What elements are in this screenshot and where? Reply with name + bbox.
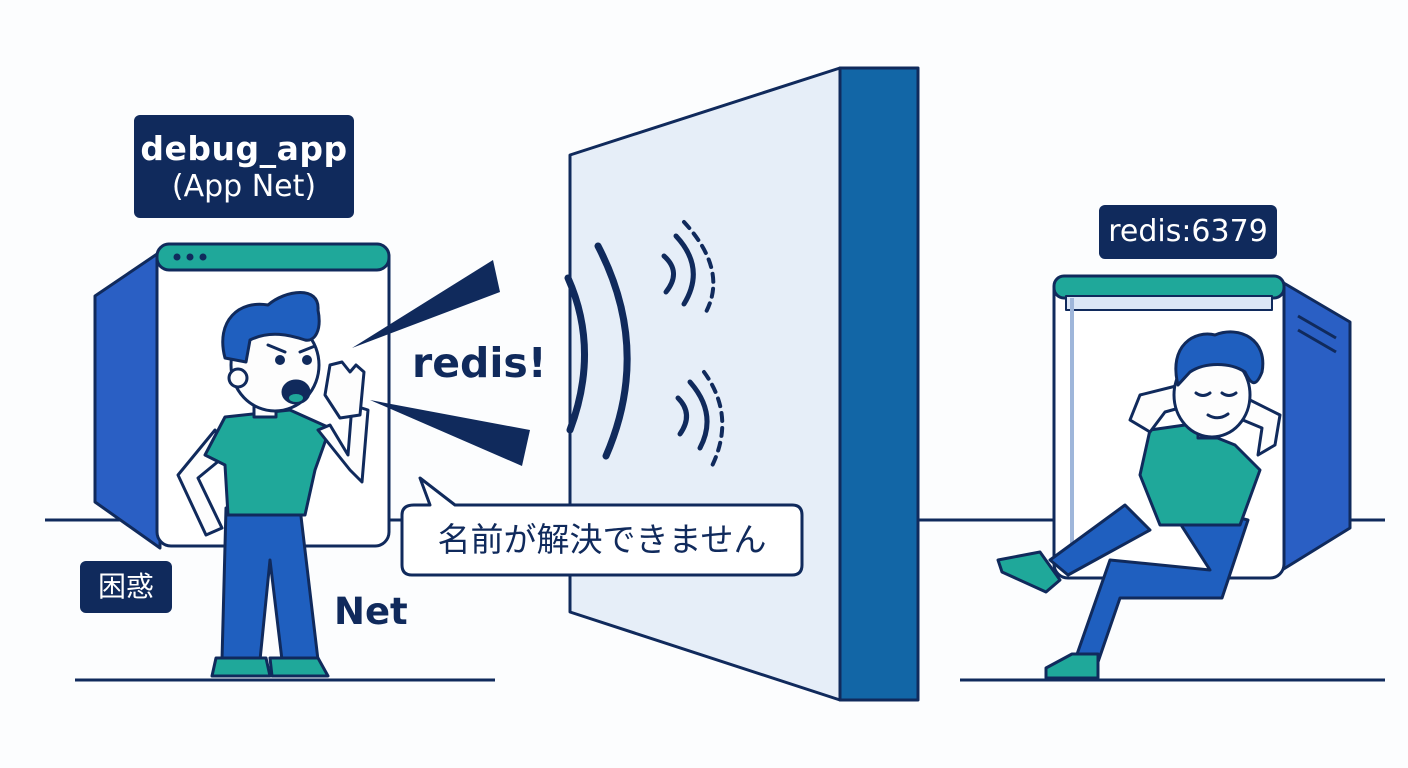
megaphone-rays-icon [352, 260, 530, 466]
sound-wave-icon [564, 220, 725, 468]
emotion-label: 困惑 [80, 561, 172, 613]
error-speech-bubble [400, 476, 804, 577]
shout-text: redis! [412, 339, 547, 387]
error-message: 名前が解決できません [437, 520, 767, 559]
app-name: debug_app [140, 129, 348, 168]
network-label: Net [334, 590, 408, 633]
app-network: (App Net) [171, 169, 317, 204]
redis-target-label: redis:6379 [1099, 205, 1277, 259]
relaxing-person-icon [996, 330, 1282, 680]
shouting-person-icon [176, 291, 370, 678]
debug-app-label: debug_app (App Net) [134, 115, 354, 218]
